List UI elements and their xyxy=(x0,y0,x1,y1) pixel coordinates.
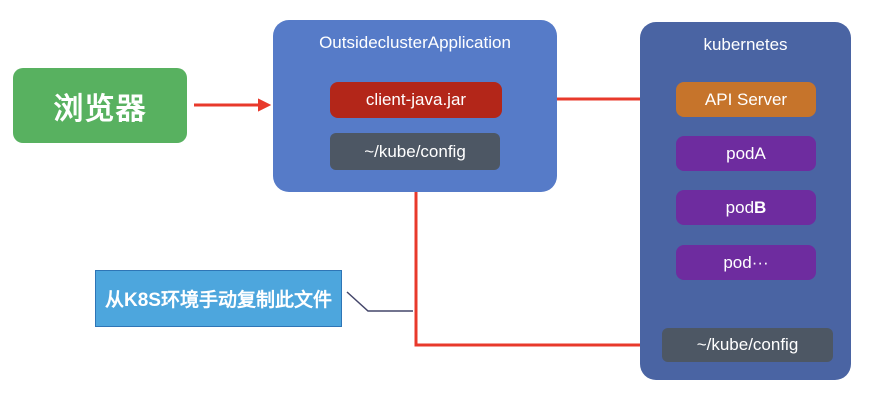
copy-config-callout: 从K8S环境手动复制此文件 xyxy=(95,270,342,327)
kubernetes-container-title: kubernetes xyxy=(703,35,788,54)
pod-b-node: pod B xyxy=(676,190,816,225)
client-java-jar-label: client-java.jar xyxy=(365,90,467,109)
client-java-jar-node: client-java.jar xyxy=(330,82,502,118)
app-kube-config-label: ~/kube/config xyxy=(364,141,466,161)
pod-more-label: pod xyxy=(723,252,752,272)
k8s-kube-config-label: ~/kube/config xyxy=(696,335,799,354)
app-kube-config-node: ~/kube/config xyxy=(330,133,500,170)
copy-config-callout-text: 从K8S环境手动复制此文件 xyxy=(105,290,332,311)
app-container-title: OutsideclusterApplication xyxy=(319,33,511,52)
pod-more-node: pod ··· xyxy=(676,245,816,280)
api-server-node: API Server xyxy=(676,82,816,117)
arrow-k8sconfig-to-appconfig xyxy=(409,173,661,347)
api-server-label: API Server xyxy=(704,89,788,109)
browser-node: 浏览器 xyxy=(13,68,187,143)
k8s-kube-config-node: ~/kube/config xyxy=(662,328,833,362)
browser-label: 浏览器 xyxy=(53,92,147,126)
pod-a-label: pod xyxy=(726,143,755,163)
pod-b-label: pod xyxy=(725,197,755,217)
pod-a-node: pod A xyxy=(676,136,816,171)
callout-leader-line xyxy=(346,291,413,312)
